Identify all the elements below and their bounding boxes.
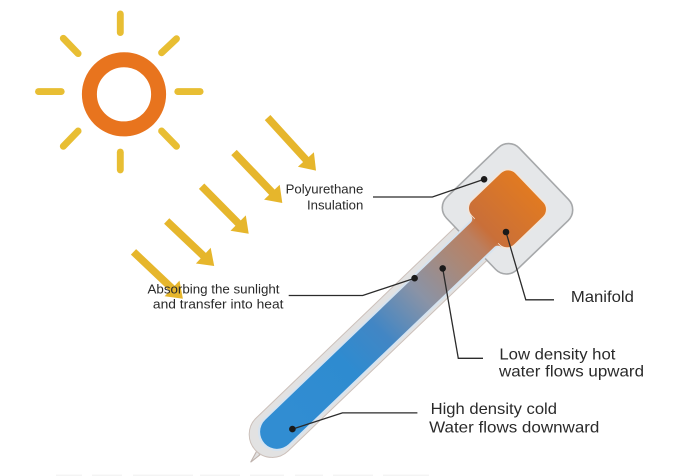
svg-text:Polyurethane: Polyurethane [286,181,364,196]
svg-text:Absorbing the sunlight: Absorbing the sunlight [148,282,280,297]
svg-text:Insulation: Insulation [307,198,363,213]
svg-text:water flows upward: water flows upward [498,363,644,380]
svg-text:Manifold: Manifold [571,289,634,306]
svg-text:and transfer into heat: and transfer into heat [153,297,284,312]
svg-text:High density cold: High density cold [431,401,557,418]
svg-text:Low density hot: Low density hot [499,346,616,363]
svg-text:Water flows downward: Water flows downward [429,419,599,436]
